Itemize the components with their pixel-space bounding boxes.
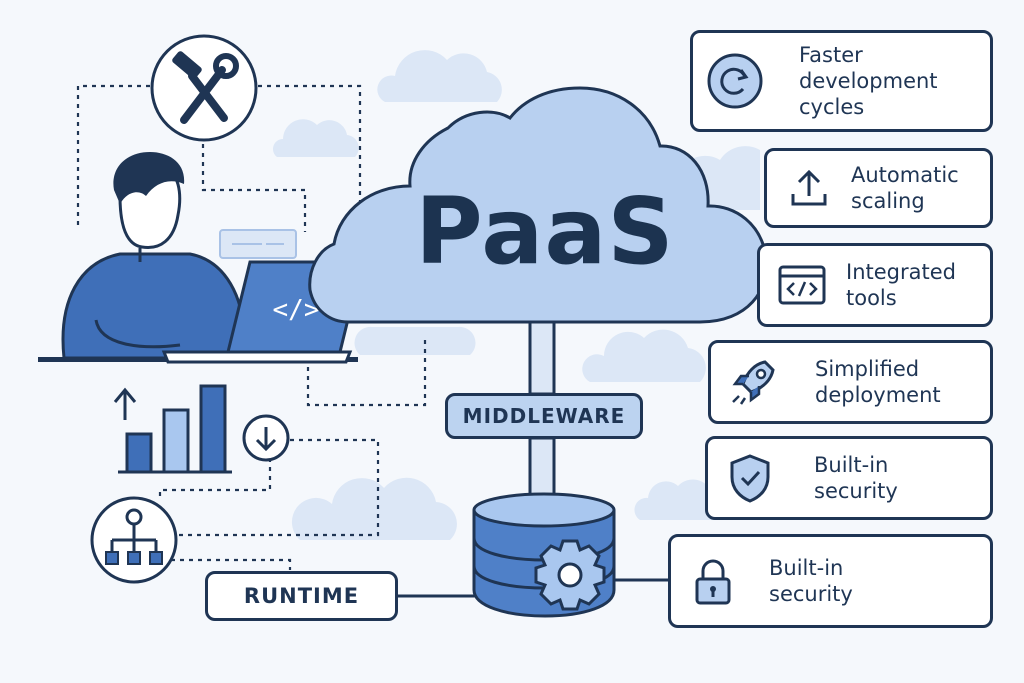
benefit-label: Built-in security xyxy=(814,453,898,503)
upload-arrow-icon xyxy=(791,169,827,206)
person-hair xyxy=(113,152,185,204)
hierarchy-network-icon xyxy=(90,496,178,584)
benefit-integrated-tools: Integrated tools xyxy=(757,243,993,327)
download-icon xyxy=(242,414,290,462)
benefit-builtin-security-shield: Built-in security xyxy=(705,436,993,520)
refresh-icon xyxy=(707,53,763,109)
benefit-label: Built-in security xyxy=(769,556,853,606)
bg-cloud-1 xyxy=(377,50,502,102)
code-window-icon xyxy=(778,265,826,305)
benefit-label: Simplified deployment xyxy=(815,357,941,407)
bg-cloud-5 xyxy=(291,477,457,540)
benefit-label: Automatic scaling xyxy=(851,163,959,213)
benefit-label: Integrated tools xyxy=(846,260,956,310)
growth-bar-chart-icon xyxy=(113,384,232,474)
middleware-label: MIDDLEWARE xyxy=(445,393,643,439)
tools-icon xyxy=(150,34,258,142)
paas-cloud xyxy=(308,86,768,324)
padlock-icon xyxy=(695,559,731,605)
benefit-faster-development: Faster development cycles xyxy=(690,30,993,132)
runtime-label: RUNTIME xyxy=(205,571,398,621)
window-sketch xyxy=(219,229,297,259)
benefit-simplified-deployment: Simplified deployment xyxy=(708,340,993,424)
person-body xyxy=(61,252,246,360)
bg-cloud-3 xyxy=(354,326,476,355)
benefit-label: Faster development cycles xyxy=(799,43,938,119)
shield-check-icon xyxy=(730,454,770,503)
gear-icon xyxy=(534,539,606,611)
bg-cloud-4 xyxy=(582,329,706,382)
rocket-icon xyxy=(732,360,775,405)
benefit-automatic-scaling: Automatic scaling xyxy=(764,148,993,228)
paas-title: PaaS xyxy=(415,178,675,285)
bg-cloud-2 xyxy=(273,119,359,157)
bg-cloud-6 xyxy=(634,479,727,520)
benefit-builtin-security-lock: Built-in security xyxy=(668,534,993,628)
